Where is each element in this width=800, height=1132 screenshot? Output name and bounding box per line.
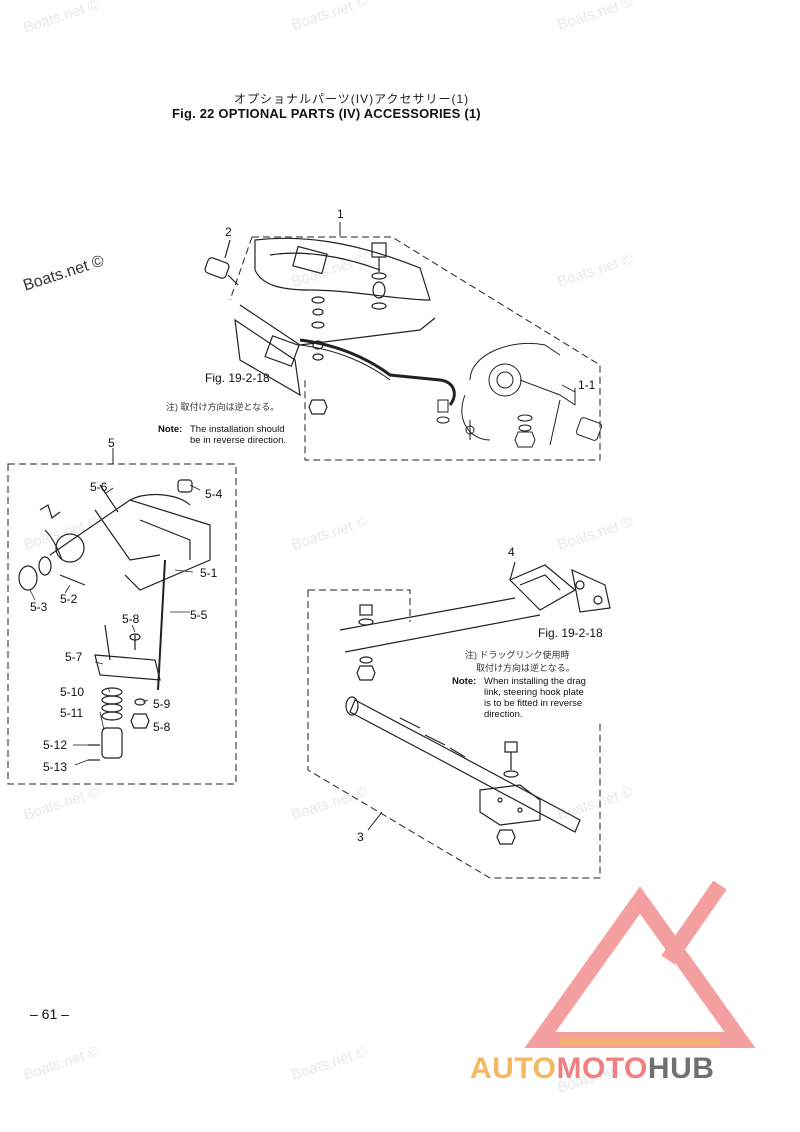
assembly-5-boundary	[7, 463, 237, 785]
note-bottom-japanese-1: 注) ドラッグリンク使用時	[465, 650, 570, 660]
callout-5-2: 5-2	[60, 592, 78, 606]
callout-5-10: 5-10	[60, 685, 85, 699]
callout-5: 5	[108, 436, 115, 450]
bolt-stack-top	[308, 242, 387, 415]
callout-5-13: 5-13	[43, 760, 68, 774]
title-japanese: オプショナルパーツ(IV)アクセサリー(1)	[234, 92, 470, 106]
page-number: – 61 –	[30, 1006, 69, 1022]
callout-5-8-bottom: 5-8	[153, 720, 171, 734]
note-bottom-line-4: direction.	[484, 709, 523, 720]
callout-5-4: 5-4	[205, 487, 223, 501]
note-bottom-japanese-2: 取付け方向は逆となる。	[476, 663, 575, 673]
callout-3: 3	[357, 830, 364, 844]
callout-5-1: 5-1	[200, 566, 218, 580]
brand-logo-text: AUTOMOTOHUB	[470, 1052, 714, 1086]
note-bottom-line-1: When installing the drag	[484, 676, 586, 687]
note-bottom-label: Note:	[452, 676, 477, 687]
assembly-3-boundary	[307, 589, 601, 879]
steering-bracket-assembly	[234, 237, 456, 406]
note-top: Note: The installation should be in reve…	[158, 424, 308, 446]
callout-4: 4	[508, 545, 515, 559]
brand-hub: HUB	[647, 1052, 715, 1085]
brand-moto: MOTO	[556, 1052, 648, 1085]
callout-5-9: 5-9	[153, 697, 171, 711]
callout-5-12: 5-12	[43, 738, 68, 752]
callout-5-3: 5-3	[30, 600, 48, 614]
note-bottom-line-3: is to be fitted in reverse	[484, 698, 583, 709]
assembly-5-parts	[18, 479, 211, 761]
note-top-line-1: The installation should	[190, 424, 285, 435]
assembly-1-boundary	[229, 236, 601, 461]
fig-reference-top: Fig. 19-2-18	[205, 371, 270, 385]
callout-1: 1	[337, 207, 344, 221]
note-top-line-2: be in reverse direction.	[190, 435, 287, 446]
engine-cowl	[436, 342, 603, 448]
fig-reference-bottom: Fig. 19-2-18	[538, 626, 603, 640]
callout-5-11: 5-11	[60, 706, 84, 720]
note-bottom-line-2: link, steering hook plate	[484, 687, 584, 698]
page-title: Fig. 22 OPTIONAL PARTS (IV) ACCESSORIES …	[172, 106, 481, 121]
brand-auto: AUTO	[470, 1052, 557, 1085]
note-top-label: Note:	[158, 424, 183, 435]
callout-5-8-top: 5-8	[122, 612, 140, 626]
callout-5-6: 5-6	[90, 480, 108, 494]
knob-part-2	[204, 239, 239, 286]
note-bottom: Note: When installing the drag link, ste…	[452, 676, 600, 720]
callout-5-5: 5-5	[190, 608, 208, 622]
callout-1-1: 1-1	[578, 378, 596, 392]
note-top-japanese: 注) 取付け方向は逆となる。	[166, 402, 280, 412]
assembly-3-parts	[339, 561, 611, 845]
callout-2: 2	[225, 225, 232, 239]
callout-5-7: 5-7	[65, 650, 83, 664]
